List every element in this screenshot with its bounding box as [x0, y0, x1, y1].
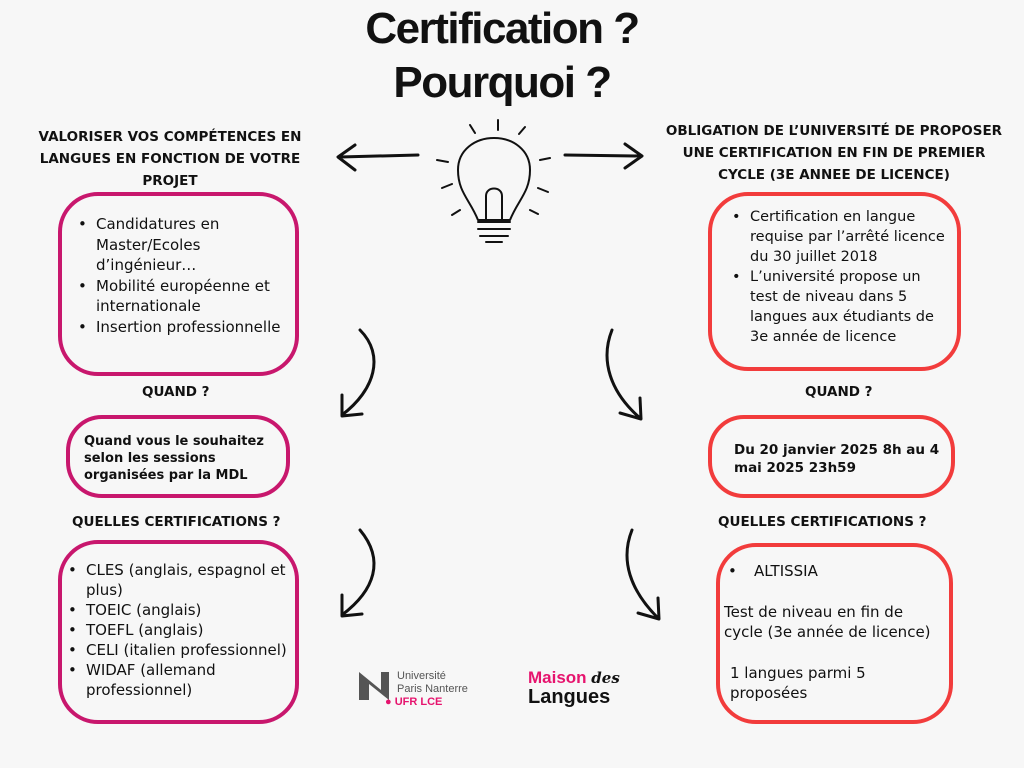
right-reasons-box: Certification en langue requise par l’ar…: [708, 192, 961, 371]
left-certifications-box: CLES (anglais, espagnol et plus) TOEIC (…: [58, 540, 299, 724]
right-note-1: Test de niveau en fin de cycle (3e année…: [724, 602, 931, 642]
right-when-box: Du 20 janvier 2025 8h au 4 mai 2025 23h5…: [708, 415, 955, 498]
mdl-logo: Maison des Langues: [528, 668, 620, 708]
left-reasons-box: Candidatures en Master/Ecoles d’ingénieu…: [58, 192, 299, 376]
right-note-2: 1 langues parmi 5 proposées: [730, 663, 866, 703]
right-which-heading: QUELLES CERTIFICATIONS ?: [718, 514, 927, 530]
univ-line3: ● UFR LCE: [385, 696, 443, 708]
list-item: CLES (anglais, espagnol et plus): [64, 560, 287, 600]
left-when-box: Quand vous le souhaitez selon les sessio…: [66, 415, 290, 498]
list-item: Certification en langue requise par l’ar…: [728, 207, 949, 267]
right-when-heading: QUAND ?: [805, 384, 873, 400]
list-item: TOEIC (anglais): [64, 600, 287, 620]
title-line1: Certification ?: [365, 4, 640, 53]
left-heading: VALORISER VOS COMPÉTENCES EN LANGUES EN …: [38, 129, 302, 189]
left-which-heading: QUELLES CERTIFICATIONS ?: [72, 514, 281, 530]
title-line2: Pourquoi ?: [393, 58, 612, 107]
right-certifications-box: ALTISSIA Test de niveau en fin de cycle …: [716, 543, 953, 724]
list-item: ALTISSIA: [724, 561, 945, 582]
univ-logo: Université Paris Nanterre ● UFR LCE: [357, 670, 487, 710]
list-item: CELI (italien professionnel): [64, 640, 287, 660]
list-item: Candidatures en Master/Ecoles d’ingénieu…: [74, 214, 287, 276]
right-when-text: Du 20 janvier 2025 8h au 4 mai 2025 23h5…: [734, 442, 940, 476]
list-item: TOEFL (anglais): [64, 620, 287, 640]
univ-line1: Université: [397, 670, 446, 682]
list-item: WIDAF (allemand professionnel): [64, 660, 287, 700]
list-item: Mobilité européenne et internationale: [74, 276, 287, 317]
left-when-text: Quand vous le souhaitez selon les sessio…: [84, 434, 264, 483]
univ-line2: Paris Nanterre: [397, 683, 468, 695]
list-item: Insertion professionnelle: [74, 317, 287, 338]
left-when-heading: QUAND ?: [142, 384, 210, 400]
right-heading: OBLIGATION DE L’UNIVERSITÉ DE PROPOSER U…: [665, 123, 1003, 183]
list-item: L’université propose un test de niveau d…: [728, 267, 949, 347]
